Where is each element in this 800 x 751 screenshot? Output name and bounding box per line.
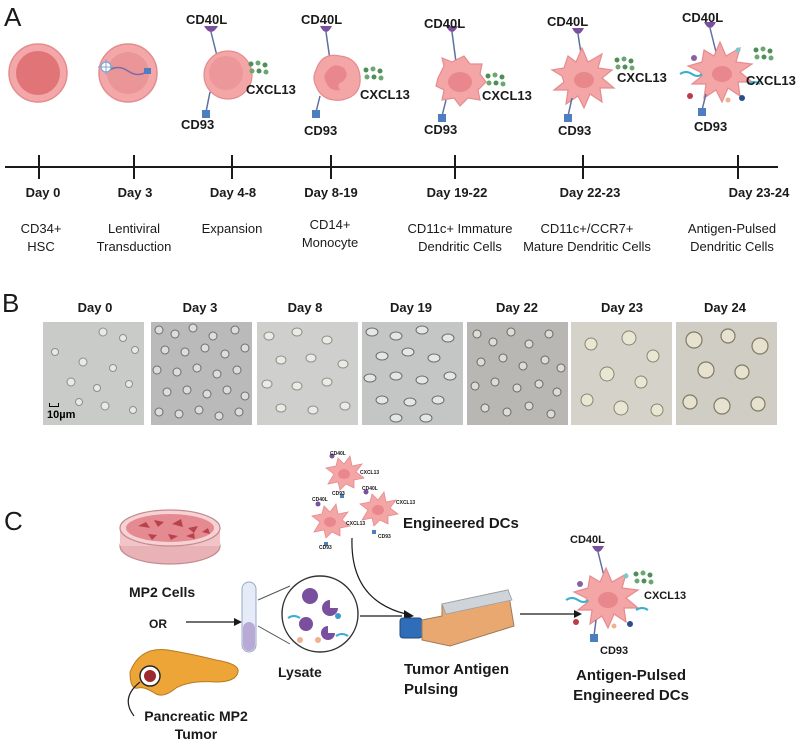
cluster-cxcl13-3: CXCL13 [396, 500, 416, 506]
cxcl13-dots-result [633, 570, 654, 585]
transduction-cell-illustration [98, 43, 158, 103]
timeline-desc-19-22: CD11c+ Immature Dendritic Cells [407, 221, 513, 254]
panel-c-letter: C [4, 506, 23, 536]
micrograph-day8 [257, 322, 358, 425]
cd40l-label-1: CD40L [186, 12, 228, 27]
cluster-cxcl13-1: CXCL13 [360, 470, 380, 476]
timeline-axis [5, 155, 778, 179]
timeline-day-19-22: Day 19-22 [426, 185, 488, 200]
tumor-antigen-pulsing-label: Tumor Antigen Pulsing [404, 661, 509, 698]
timeline-day-3: Day 3 [117, 185, 153, 200]
timeline-desc-4-8: Expansion [201, 221, 263, 236]
timeline-day-0: Day 0 [25, 185, 61, 200]
cluster-cd93-3: CD93 [378, 534, 391, 540]
arrow-to-result [520, 610, 582, 618]
monocyte-cell-illustration [312, 26, 361, 118]
cxcl13-dots-4 [614, 56, 635, 71]
pancreatic-tumor-label: Pancreatic MP2 Tumor [144, 708, 248, 742]
cd40l-label-3: CD40L [424, 16, 466, 31]
immature-dc-illustration [435, 26, 487, 122]
micrograph-label-day3: Day 3 [182, 300, 218, 315]
timeline-day-8-19: Day 8-19 [304, 185, 358, 200]
lysate-label: Lysate [278, 664, 322, 680]
cluster-cd40l-3: CD40L [362, 486, 378, 492]
engineered-dcs-label: Engineered DCs [403, 515, 519, 532]
micrograph-label-day8: Day 8 [287, 300, 323, 315]
micrograph-day24 [676, 322, 777, 425]
timeline-day-23-24: Day 23-24 [728, 185, 790, 200]
micrograph-label-day24: Day 24 [704, 300, 746, 315]
timeline-desc-8-19: CD14+ Monocyte [301, 217, 359, 250]
cxcl13-label-4: CXCL13 [617, 70, 667, 85]
result-pulsed-dc-illustration [565, 546, 649, 642]
or-label: OR [149, 617, 167, 631]
hsc-cell-illustration [8, 43, 68, 103]
cluster-cd93-2: CD93 [319, 545, 332, 551]
scale-bar: 10µm [47, 403, 76, 421]
cxcl13-label-5: CXCL13 [746, 73, 796, 88]
cd40l-label-4: CD40L [547, 14, 589, 29]
timeline-desc-0: CD34+ HSC [20, 221, 62, 254]
panel-a-letter: A [4, 2, 22, 32]
micrograph-label-day0: Day 0 [77, 300, 113, 315]
cluster-cd40l-1: CD40L [330, 451, 346, 457]
result-cd40l-label: CD40L [570, 534, 605, 546]
panel-b-letter: B [2, 288, 20, 318]
mature-dc-illustration [550, 28, 616, 122]
cd93-label-2: CD93 [304, 123, 338, 138]
mp2-cells-label: MP2 Cells [129, 584, 196, 600]
cxcl13-dots-2 [363, 66, 384, 81]
expansion-cell-illustration [202, 26, 253, 118]
cd93-label-5: CD93 [694, 119, 728, 134]
cd40l-label-2: CD40L [301, 12, 343, 27]
cxcl13-label-1: CXCL13 [246, 82, 296, 97]
antigen-pulsed-engineered-dcs-label: Antigen-Pulsed Engineered DCs [573, 667, 689, 704]
cd93-label-1: CD93 [181, 117, 215, 132]
timeline-day-22-23: Day 22-23 [559, 185, 621, 200]
micrograph-day3 [151, 322, 252, 425]
antigen-pulsed-dc-illustration [679, 22, 761, 116]
micrograph-label-day19: Day 19 [390, 300, 432, 315]
micrograph-label-day23: Day 23 [601, 300, 643, 315]
cxcl13-dots-5 [753, 46, 774, 61]
timeline-desc-3: Lentiviral Transduction [96, 221, 172, 254]
timeline-day-4-8: Day 4-8 [209, 185, 257, 200]
arrow-to-tube [186, 618, 242, 626]
cxcl13-dots-3 [485, 72, 506, 87]
cxcl13-dots-1 [248, 60, 269, 75]
test-tube-illustration [241, 581, 257, 653]
cxcl13-label-2: CXCL13 [360, 87, 410, 102]
micrograph-day23 [571, 322, 672, 425]
result-cxcl13-label: CXCL13 [644, 590, 687, 602]
timeline-desc-23-24: Antigen-Pulsed Dendritic Cells [687, 221, 777, 254]
engineered-dcs-cluster [311, 453, 399, 546]
cluster-cxcl13-2: CXCL13 [346, 521, 366, 527]
lysate-illustration [257, 575, 359, 653]
cd93-label-3: CD93 [424, 122, 458, 137]
cd40l-label-5: CD40L [682, 10, 724, 25]
cluster-cd93-1: CD93 [332, 491, 345, 497]
pancreas-tumor-illustration [127, 648, 239, 717]
cxcl13-label-3: CXCL13 [482, 88, 532, 103]
timeline-desc-22-23: CD11c+/CCR7+ Mature Dendritic Cells [523, 221, 651, 254]
micrograph-day22 [467, 322, 568, 425]
cd93-label-4: CD93 [558, 123, 592, 138]
micrograph-day0: 10µm [43, 322, 144, 425]
petri-dish-illustration [119, 509, 221, 565]
result-cd93-label: CD93 [600, 645, 629, 657]
culture-flask-illustration [399, 589, 515, 647]
micrograph-label-day22: Day 22 [496, 300, 538, 315]
cluster-cd40l-2: CD40L [312, 497, 328, 503]
micrograph-day19 [362, 322, 463, 425]
